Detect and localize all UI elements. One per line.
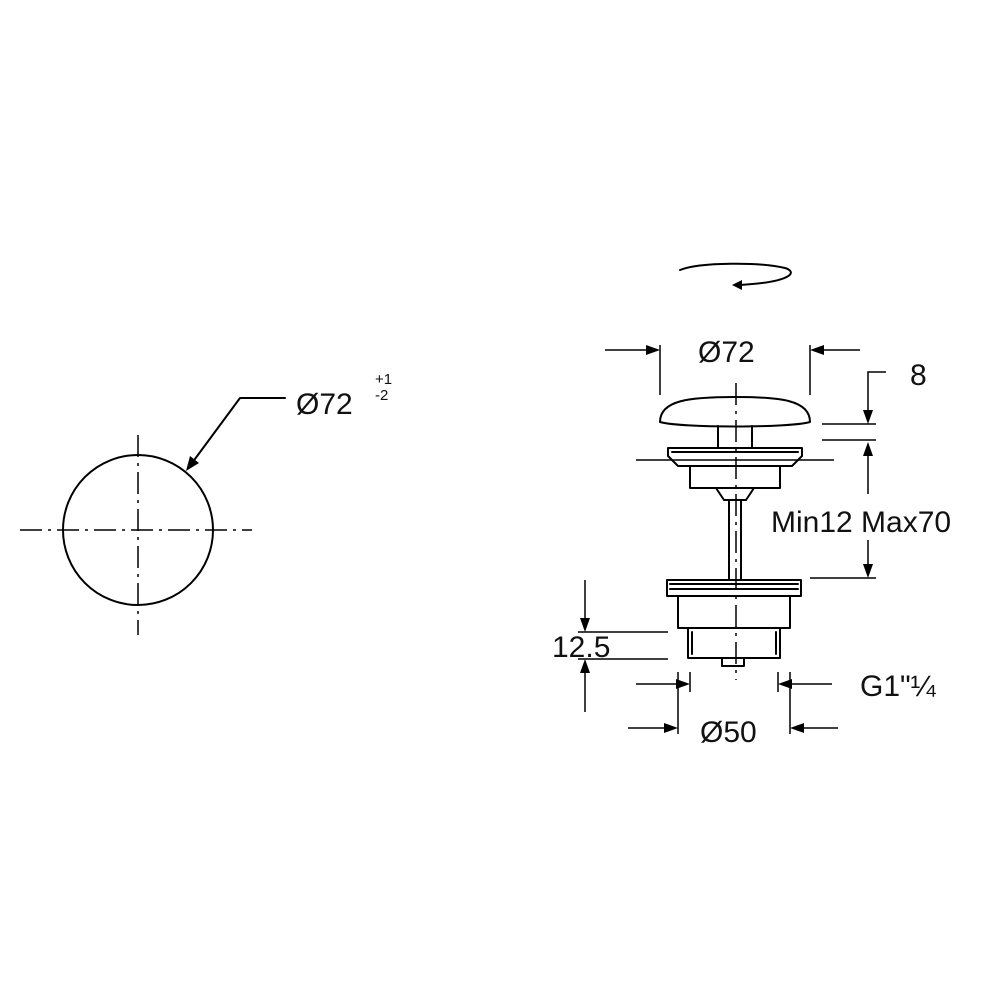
cap-height-dimension <box>822 371 886 441</box>
thread-section <box>687 627 781 659</box>
thread-height-label: 12.5 <box>552 631 610 664</box>
cap <box>659 396 811 428</box>
range-label: Min12 Max70 <box>771 506 951 539</box>
elevation-view: Ø72 8 Min12 Max70 12.5 <box>552 262 951 749</box>
rotation-arrow-icon <box>679 262 792 290</box>
thread-label: G1"¼ <box>860 670 937 703</box>
thread-dimension <box>636 672 832 692</box>
cap-diameter-dimension <box>605 345 860 395</box>
tail-pin <box>721 657 745 667</box>
thread-height-dimension <box>578 580 668 712</box>
flange <box>667 447 803 467</box>
range-dimension <box>810 442 876 579</box>
tolerance-upper: +1 <box>375 371 392 388</box>
leader-arrowhead <box>186 456 199 471</box>
upper-body <box>689 465 781 489</box>
plan-diameter-label: Ø72 <box>296 388 353 421</box>
diameter-leader-line <box>191 397 286 464</box>
plan-view: Ø72 +1 -2 <box>20 371 392 635</box>
rod <box>728 499 742 581</box>
cap-height-label: 8 <box>910 359 927 392</box>
waste-body <box>677 595 791 629</box>
cap-diameter-label: Ø72 <box>698 336 755 369</box>
body-diameter-label: Ø50 <box>700 716 757 749</box>
tolerance-lower: -2 <box>375 387 388 404</box>
body-diameter-dimension <box>628 672 838 734</box>
